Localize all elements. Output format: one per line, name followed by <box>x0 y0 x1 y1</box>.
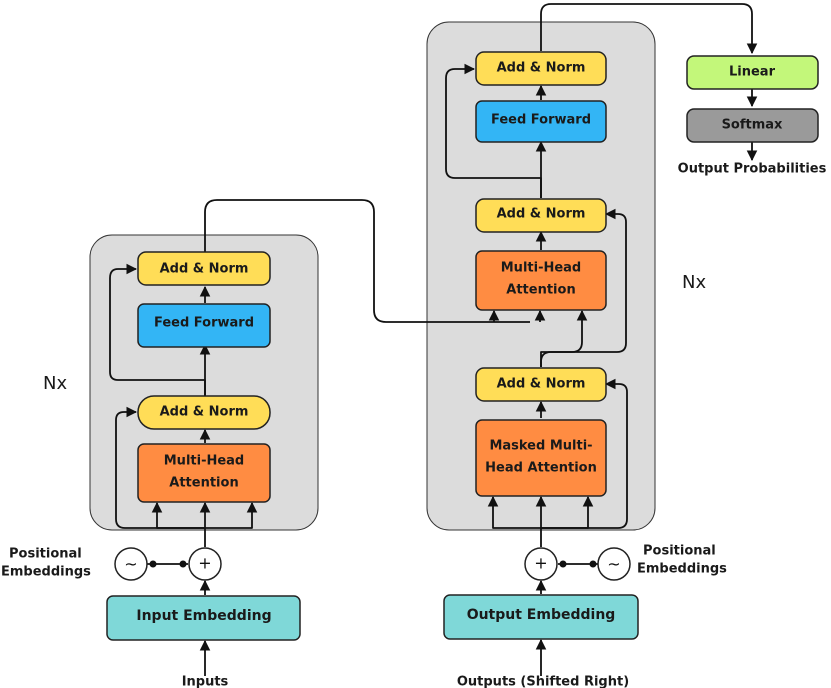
encoder-positional: ~ + Positional Embeddings <box>1 547 222 581</box>
decoder-positional-label-2: Embeddings <box>637 562 727 577</box>
decoder-add-norm-bottom <box>475 367 607 402</box>
output-embedding-label: Output Embedding <box>467 607 616 623</box>
tilde-icon: ~ <box>124 555 137 574</box>
decoder-block: Add & Norm Feed Forward Add & Norm Multi… <box>475 51 706 497</box>
encoder-residual-2 <box>109 263 206 396</box>
encoder-qkv-right <box>205 501 258 529</box>
decoder-cross-attention <box>475 250 607 311</box>
input-embedding-label: Input Embedding <box>136 608 271 624</box>
plus-icon: + <box>198 554 211 573</box>
input-embedding-box <box>106 595 301 641</box>
decoder-feed-forward-label: Feed Forward <box>491 113 591 128</box>
decoder-add-norm-top-label: Add & Norm <box>497 61 586 76</box>
encoder-feed-forward-label: Feed Forward <box>154 316 254 331</box>
encoder-attention-label-1: Multi-Head <box>164 454 245 469</box>
decoder-plus-circle <box>524 547 558 581</box>
encoder-output-to-decoder <box>204 199 530 323</box>
decoder-output-to-linear <box>540 3 758 55</box>
softmax-box <box>686 108 819 143</box>
inputs-label: Inputs <box>182 675 229 688</box>
decoder-add-norm-mid <box>475 198 607 233</box>
decoder-qkv-left <box>487 495 541 529</box>
encoder-qkv-left <box>151 501 205 529</box>
decoder-positional-label-1: Positional <box>643 544 716 559</box>
encoder-add-norm-bottom <box>137 395 271 430</box>
decoder-cross-attention-label-2: Attention <box>506 283 575 298</box>
decoder-masked-attention <box>475 419 607 497</box>
decoder-add-norm-mid-label: Add & Norm <box>497 207 586 222</box>
tilde-icon: ~ <box>607 555 620 574</box>
output-embedding-box <box>443 594 639 640</box>
decoder-cross-attention-label-1: Multi-Head <box>501 261 582 276</box>
decoder-tilde-circle <box>597 547 631 581</box>
decoder-add-norm-bottom-label: Add & Norm <box>497 377 586 392</box>
encoder-plus-circle <box>188 547 222 581</box>
output-probabilities-label: Output Probabilities <box>678 162 827 177</box>
decoder-residual-2 <box>540 208 627 367</box>
encoder-block: Add & Norm Feed Forward Add & Norm Multi… <box>43 251 271 503</box>
softmax-label: Softmax <box>722 118 783 133</box>
dot-icon <box>559 560 567 568</box>
encoder-multi-head-attention <box>137 443 271 503</box>
decoder-residual-1 <box>541 378 628 529</box>
encoder-add-norm-top-label: Add & Norm <box>160 262 249 277</box>
encoder-tilde-circle <box>114 547 148 581</box>
decoder-masked-attention-label-2: Head Attention <box>485 461 597 476</box>
connectors <box>109 3 758 676</box>
linear-label: Linear <box>729 65 776 80</box>
encoder-add-norm-top <box>137 251 271 286</box>
encoder-add-norm-bottom-label: Add & Norm <box>160 405 249 420</box>
decoder-add-norm-top <box>475 51 607 86</box>
encoder-positional-label-2: Embeddings <box>1 565 91 580</box>
linear-box <box>686 55 819 90</box>
encoder-positional-label-1: Positional <box>9 547 82 562</box>
output-head: Linear Softmax Output Probabilities <box>678 55 827 177</box>
encoder-feed-forward <box>137 303 271 348</box>
decoder-repeat-label: Nx <box>682 272 706 293</box>
dot-icon <box>179 560 187 568</box>
decoder-feed-forward <box>475 100 607 143</box>
outputs-shifted-label: Outputs (Shifted Right) <box>457 675 629 688</box>
encoder-repeat-label: Nx <box>43 373 67 394</box>
dot-icon <box>589 560 597 568</box>
decoder-residual-3 <box>445 63 542 198</box>
encoder-attention-label-2: Attention <box>169 476 238 491</box>
dot-icon <box>149 560 157 568</box>
decoder-masked-attention-label-1: Masked Multi- <box>489 439 592 454</box>
decoder-positional: + ~ Positional Embeddings <box>524 544 727 581</box>
plus-icon: + <box>534 554 547 573</box>
encoder-residual-1 <box>115 406 205 529</box>
